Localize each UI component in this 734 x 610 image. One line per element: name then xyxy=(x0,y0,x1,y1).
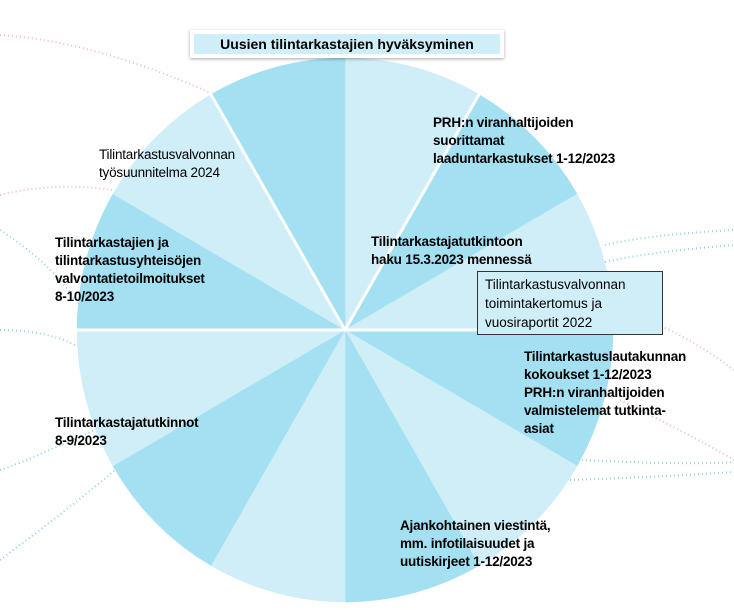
label-line: PRH:n viranhaltijoiden xyxy=(524,384,686,402)
label-line: haku 15.3.2023 mennessä xyxy=(371,251,532,269)
label-line: vuosiraportit 2022 xyxy=(485,313,655,332)
label-line: asiat xyxy=(524,420,686,438)
label-line: työsuunnitelma 2024 xyxy=(99,164,235,182)
label-exams: Tilintarkastajatutkinnot 8-9/2023 xyxy=(55,414,198,450)
label-work-plan: Tilintarkastusvalvonnan työsuunnitelma 2… xyxy=(99,146,235,182)
label-line: valmistelemat tutkinta- xyxy=(524,402,686,420)
label-communication: Ajankohtainen viestintä, mm. infotilaisu… xyxy=(400,517,550,571)
label-line: kokoukset 1-12/2023 xyxy=(524,366,686,384)
label-prh-quality-inspections: PRH:n viranhaltijoiden suorittamat laadu… xyxy=(433,114,615,168)
label-line: mm. infotilaisuudet ja xyxy=(400,535,550,553)
label-line: uutiskirjeet 1-12/2023 xyxy=(400,553,550,571)
label-line: toimintakertomus ja xyxy=(485,294,655,313)
label-line: Ajankohtainen viestintä, xyxy=(400,517,550,535)
label-line: tilintarkastusyhteisöjen xyxy=(55,252,205,270)
label-line: 8-10/2023 xyxy=(55,288,205,306)
label-line: Tilintarkastajien ja xyxy=(55,234,205,252)
label-line: PRH:n viranhaltijoiden xyxy=(433,114,615,132)
label-notifications: Tilintarkastajien ja tilintarkastusyhtei… xyxy=(55,234,205,306)
label-line: Tilintarkastuslautakunnan xyxy=(524,348,686,366)
label-line: Tilintarkastajatutkintoon xyxy=(371,233,532,251)
label-line: 8-9/2023 xyxy=(55,432,198,450)
title: Uusien tilintarkastajien hyväksyminen xyxy=(194,34,500,54)
label-line: Tilintarkastusvalvonnan xyxy=(485,275,655,294)
title-box: Uusien tilintarkastajien hyväksyminen xyxy=(190,30,504,58)
label-board-meetings: Tilintarkastuslautakunnan kokoukset 1-12… xyxy=(524,348,686,438)
label-line: Tilintarkastajatutkinnot xyxy=(55,414,198,432)
label-exam-application: Tilintarkastajatutkintoon haku 15.3.2023… xyxy=(371,233,532,269)
label-line: valvontatietoilmoitukset xyxy=(55,270,205,288)
label-line: laaduntarkastukset 1-12/2023 xyxy=(433,150,615,168)
label-annual-report: Tilintarkastusvalvonnan toimintakertomus… xyxy=(477,271,663,335)
label-line: Tilintarkastusvalvonnan xyxy=(99,146,235,164)
label-line: suorittamat xyxy=(433,132,615,150)
